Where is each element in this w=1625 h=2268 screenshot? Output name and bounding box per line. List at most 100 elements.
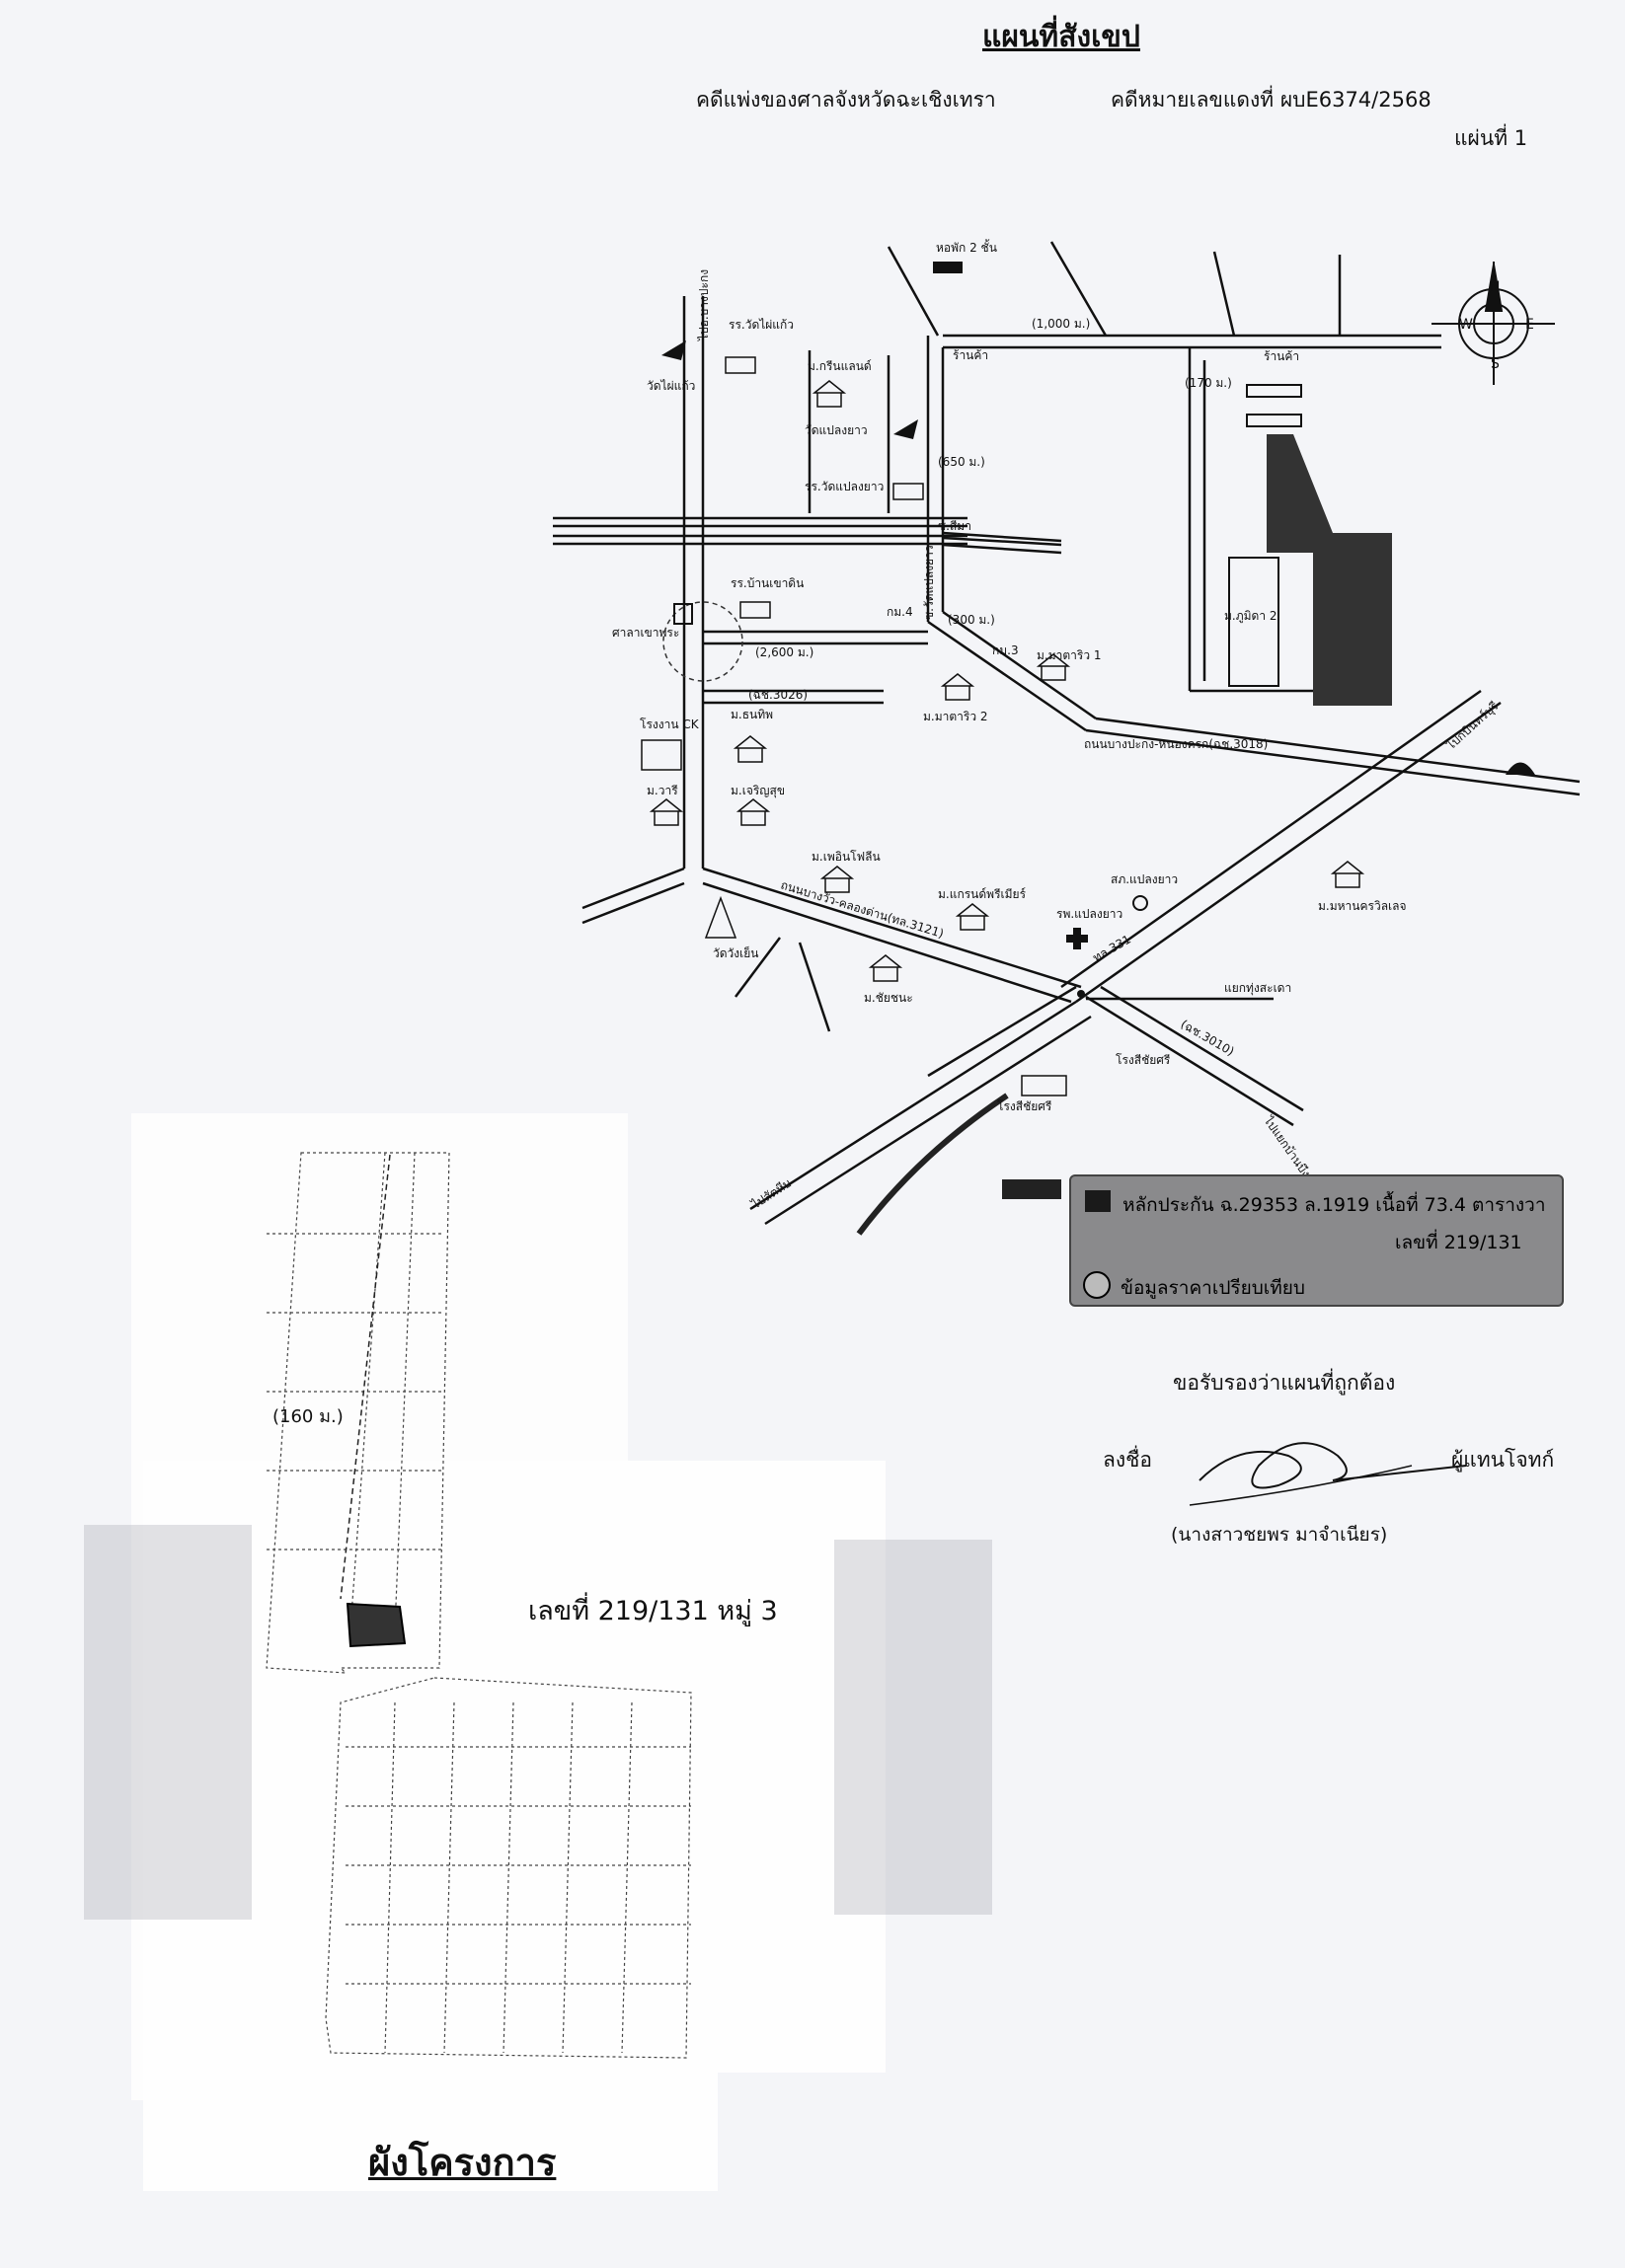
label-greenland: ม.กรีนแลนด์ bbox=[808, 359, 872, 373]
road-3026: (ฉช.3026) bbox=[748, 688, 808, 702]
road-to-kabinburi: ไปกบินทร์บุรี bbox=[1443, 699, 1503, 754]
house-icon-waree bbox=[649, 798, 684, 826]
label-pumida: ม.ภูมิดา 2 bbox=[1224, 609, 1277, 624]
legend-comparison: ข้อมูลราคาเปรียบเทียบ bbox=[1121, 1277, 1305, 1299]
house-icon-mh1 bbox=[1036, 653, 1071, 681]
label-school-2: รร.วัดแปลงยาว bbox=[805, 480, 884, 493]
shell-logo-icon bbox=[1506, 762, 1535, 775]
plan-arrow bbox=[340, 1154, 391, 1600]
label-mh2: ม.มาตาริว 2 bbox=[923, 710, 988, 723]
tape-left bbox=[84, 1525, 252, 1920]
factory-s-icon bbox=[1021, 1075, 1067, 1096]
target-house-icon bbox=[1002, 1179, 1061, 1199]
label-thanathip: ม.ธนทิพ bbox=[731, 708, 773, 721]
map-title: แผนที่สังเขป bbox=[982, 20, 1140, 54]
plan-grid bbox=[266, 1152, 692, 2059]
label-market: ศาลาเขาพระ bbox=[612, 626, 679, 640]
signature-scribble bbox=[1199, 1442, 1467, 1489]
house-icon-mh2 bbox=[940, 673, 975, 701]
dist-2600: (2,600 ม.) bbox=[755, 645, 813, 659]
label-police: สภ.แปลงยาว bbox=[1111, 872, 1178, 886]
police-icon bbox=[1132, 895, 1148, 911]
junction-dot bbox=[1077, 990, 1085, 998]
label-km4: กม.4 bbox=[887, 605, 913, 619]
signer-role: ผู้แทนโจทก์ bbox=[1451, 1448, 1555, 1472]
sheet-number: แผ่นที่ 1 bbox=[1454, 126, 1528, 150]
plan-title: ผังโครงการ bbox=[368, 2141, 557, 2184]
house-icon-thanathip bbox=[733, 735, 768, 763]
label-waree: ม.วารี bbox=[647, 784, 678, 797]
tape-right bbox=[834, 1540, 992, 1915]
label-grand: ม.แกรนด์พรีเมียร์ bbox=[938, 887, 1027, 901]
plan-address: เลขที่ 219/131 หมู่ 3 bbox=[528, 1596, 778, 1626]
label-ping: ม.เพอินโฟลีน bbox=[812, 850, 881, 864]
label-temple-2: วัดแปลงยาว bbox=[805, 423, 868, 437]
seven-eleven-icon bbox=[673, 603, 693, 625]
pumida-village-shape bbox=[1267, 434, 1392, 706]
case-number: คดีหมายเลขแดงที่ ผบE6374/2568 bbox=[1111, 88, 1432, 112]
dist-170: (170 ม.) bbox=[1185, 376, 1232, 390]
road-to-ban-bueng: ไปแยกบ้านบึง bbox=[1261, 1113, 1313, 1180]
legend-collateral: หลักประกัน ฉ.29353 ล.1919 เนื้อที่ 73.4 … bbox=[1122, 1194, 1546, 1216]
label-temple-3: วัดวังเย็น bbox=[713, 945, 758, 960]
house-icon-mahanakorn bbox=[1330, 861, 1365, 888]
comparison-circle-icon bbox=[1083, 1271, 1111, 1299]
certification-statement: ขอรับรองว่าแผนที่ถูกต้อง bbox=[1173, 1371, 1396, 1395]
house-icon-greenland bbox=[812, 380, 847, 408]
road-to-sattahip: ไปสัตหีบ bbox=[748, 1176, 794, 1212]
label-tungsadao: แยกทุ่งสะเดา bbox=[1224, 981, 1291, 996]
road-331: ทล.331 bbox=[1091, 932, 1133, 964]
dorm-icon bbox=[933, 262, 963, 273]
legend-box: หลักประกัน ฉ.29353 ล.1919 เนื้อที่ 73.4 … bbox=[1069, 1174, 1564, 1307]
label-school-3: รร.บ้านเขาดิน bbox=[731, 576, 804, 590]
road-to-bangpakong: ไปอ.บางปะกง bbox=[697, 269, 711, 341]
road-3121: ถนนบางวัว-คลองด่าน(ทล.3121) bbox=[779, 877, 945, 941]
plan-sheet-right bbox=[259, 1461, 886, 2073]
factory-icon bbox=[641, 739, 682, 771]
market-circle bbox=[662, 601, 743, 682]
temple-icon-1 bbox=[661, 340, 686, 360]
label-dorm: หอพัก 2 ชั้น bbox=[936, 239, 997, 255]
label-school-soi: ซ.วัดแปลงยาว bbox=[922, 545, 936, 620]
label-mahanakorn: ม.มหานครวิลเลจ bbox=[1318, 899, 1407, 913]
house-icon-ping bbox=[819, 866, 855, 893]
compass-w: W bbox=[1459, 317, 1473, 333]
plan-distance: (160 ม.) bbox=[272, 1406, 344, 1427]
label-factory-ck: โรงงาน CK bbox=[640, 718, 700, 731]
label-temple-1: วัดไผ่แก้ว bbox=[647, 379, 695, 393]
temple-icon-2 bbox=[893, 419, 918, 439]
temple-icon-3 bbox=[704, 895, 737, 939]
label-factory-s2: โรงสีชัยศรี bbox=[997, 1099, 1052, 1113]
road-3018: ถนนบางปะกง-หนองครก(ฉช.3018) bbox=[1084, 737, 1268, 751]
label-sima-road: ซ.สีมา bbox=[938, 519, 971, 533]
school-icon-1 bbox=[725, 356, 756, 374]
label-school-1: รร.วัดไผ่แก้ว bbox=[729, 318, 794, 332]
label-factory-s: โรงสีชัยศรี bbox=[1116, 1053, 1171, 1067]
house-icon-grand bbox=[955, 903, 990, 931]
collateral-square-icon bbox=[1085, 1190, 1111, 1212]
compass-n: N bbox=[1490, 279, 1500, 295]
court-name: คดีแพ่งของศาลจังหวัดฉะเชิงเทรา bbox=[696, 88, 996, 112]
dist-650: (650 ม.) bbox=[938, 455, 985, 469]
label-km3: กม.3 bbox=[992, 643, 1019, 657]
label-chaichana: ม.ชัยชนะ bbox=[864, 991, 913, 1005]
hospital-icon bbox=[1066, 928, 1088, 949]
compass-s: S bbox=[1491, 356, 1500, 372]
school-icon-2 bbox=[892, 483, 924, 500]
label-shop-1: ร้านค้า bbox=[953, 348, 988, 362]
dist-300: (300 ม.) bbox=[948, 613, 995, 627]
label-mh1: ม.มาตาริว 1 bbox=[1037, 648, 1102, 662]
legend-house-no: เลขที่ 219/131 bbox=[1395, 1232, 1522, 1253]
compass-e: E bbox=[1525, 317, 1534, 333]
compass-icon bbox=[1432, 262, 1555, 385]
label-shop-2: ร้านค้า bbox=[1264, 349, 1299, 363]
plan-target-plot bbox=[346, 1602, 407, 1648]
school-icon-3 bbox=[739, 601, 771, 619]
label-hospital: รพ.แปลงยาว bbox=[1056, 907, 1122, 921]
sign-label: ลงชื่อ bbox=[1103, 1448, 1152, 1472]
canal-line bbox=[856, 1093, 1009, 1236]
label-charoensuk: ม.เจริญสุข bbox=[731, 784, 785, 798]
house-icon-chaichana bbox=[868, 954, 903, 982]
